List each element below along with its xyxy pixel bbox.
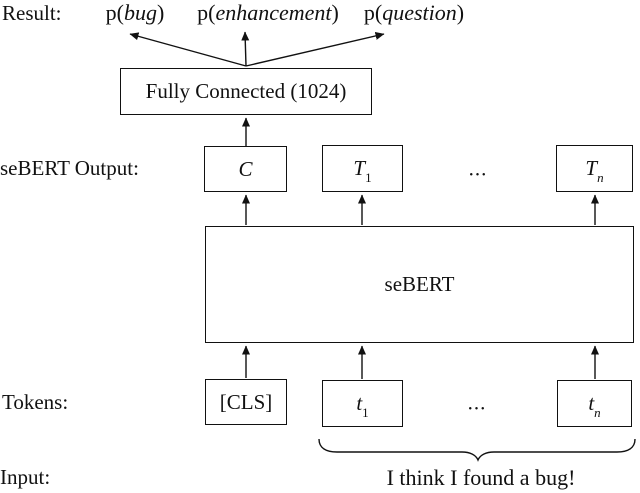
tokens-label: Tokens: [2,390,69,414]
prob-enhancement-suffix: ) [331,0,339,25]
fully-connected-label: Fully Connected (1024) [145,79,347,103]
token-tn-base: t [588,391,595,415]
arrow-fc-to-penhancement [241,31,250,67]
prob-question: p(question) [364,1,464,25]
arrow-fc-to-pquestion [245,32,385,67]
prob-bug-suffix: ) [157,0,165,25]
output-c-label: C [238,156,253,181]
prob-bug-arg: bug [124,0,157,25]
output-c-box: C [204,146,287,192]
output-t1-subscript: 1 [365,170,372,186]
sebert-output-label: seBERT Output: [0,156,139,180]
output-tn-base: T [585,156,598,180]
input-label: Input: [0,465,51,489]
output-ellipsis: ... [468,156,488,181]
token-t1-subscript: 1 [362,405,369,421]
token-tn-box: tn [557,380,632,427]
token-t1-base: t [356,391,363,415]
prob-enhancement-arg: enhancement [215,0,332,25]
output-t1-label: T1 [353,156,371,184]
sebert-model-label: seBERT [384,272,455,296]
output-t1-box: T1 [322,145,403,192]
prob-enhancement: p(enhancement) [197,1,339,25]
token-tn-label: tn [588,391,600,419]
output-tn-box: Tn [556,145,633,192]
token-cls-label: [CLS] [219,389,273,414]
token-tn-subscript: n [594,405,601,421]
prob-bug: p(bug) [106,1,165,25]
token-ellipsis: ... [467,390,487,415]
token-cls-box: [CLS] [205,379,287,425]
prob-question-suffix: ) [456,0,465,25]
output-tn-label: Tn [585,156,603,184]
result-label: Result: [2,1,62,25]
underbrace [318,438,636,462]
arrow-fc-to-pbug [129,32,247,67]
output-tn-subscript: n [597,170,604,186]
prob-question-prefix: p( [363,0,383,25]
prob-question-arg: question [382,0,457,25]
sebert-model-box: seBERT [205,226,634,343]
input-sentence: I think I found a bug! [386,465,576,490]
prob-enhancement-prefix: p( [197,0,216,25]
fully-connected-box: Fully Connected (1024) [120,68,372,115]
token-t1-box: t1 [322,380,403,427]
token-t1-label: t1 [356,391,368,419]
prob-bug-prefix: p( [105,0,124,25]
output-t1-base: T [353,156,366,180]
